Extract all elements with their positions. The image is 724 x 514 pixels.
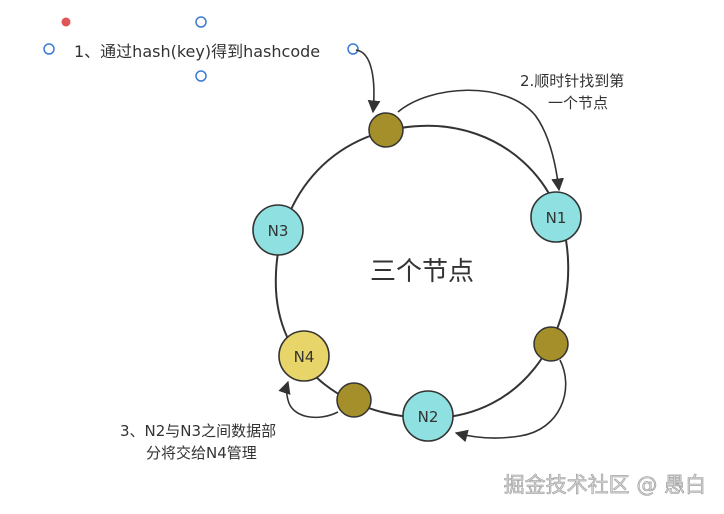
- hash-point-top: [368, 112, 404, 148]
- selection-handle-top[interactable]: [195, 16, 207, 28]
- node-n2: N2: [402, 390, 454, 442]
- step3-text-line1: 3、N2与N3之间数据部: [120, 422, 276, 440]
- selection-origin-dot: [61, 17, 71, 27]
- step2-text-line1: 2.顺时针找到第: [520, 72, 624, 90]
- node-n3-label: N3: [268, 222, 289, 240]
- watermark: 掘金技术社区 @ 愚白: [504, 473, 706, 497]
- hash-point-bottom-left: [336, 382, 372, 418]
- arrow-point-to-n4: [278, 380, 339, 419]
- node-n3: N3: [252, 204, 304, 256]
- step1-text: 1、通过hash(key)得到hashcode: [74, 42, 320, 61]
- node-n4: N4: [278, 330, 330, 382]
- selection-handle-bottom[interactable]: [195, 70, 207, 82]
- arrow-clockwise-to-n1: [397, 89, 564, 192]
- node-n4-label: N4: [294, 348, 315, 366]
- step2-text-line2: 一个节点: [548, 94, 608, 112]
- node-n2-label: N2: [418, 408, 439, 426]
- arrow-hash-to-point: [355, 49, 381, 114]
- hash-point-right: [533, 326, 569, 362]
- node-n1-label: N1: [546, 209, 567, 227]
- selection-handle-left[interactable]: [43, 43, 55, 55]
- center-title: 三个节点: [370, 257, 474, 287]
- node-n1: N1: [530, 191, 582, 243]
- arrow-point-to-n2: [454, 359, 567, 443]
- step3-text-line2: 分将交给N4管理: [146, 444, 257, 462]
- selection-handle-right[interactable]: [347, 43, 359, 55]
